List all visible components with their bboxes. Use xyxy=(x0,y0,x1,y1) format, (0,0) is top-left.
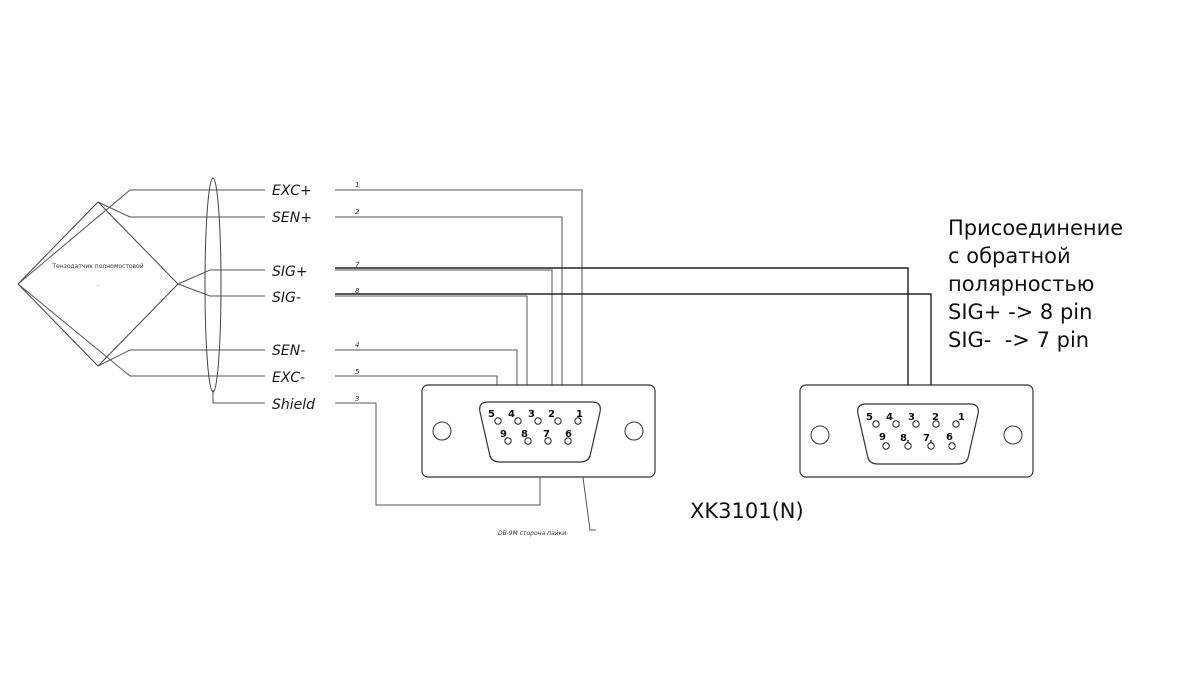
wire-labels: EXC+ SEN+ SIG+ SIG- SEN- EXC- Shield xyxy=(272,183,315,413)
wire-number: 3 xyxy=(355,395,359,403)
pin-number: 1 xyxy=(958,412,965,423)
sensor-dot: . xyxy=(97,281,99,288)
cable-shield-ellipse xyxy=(204,177,222,393)
right-pin-numbers: 5 4 3 2 1 9 8 7 6 xyxy=(866,412,965,444)
wire-label-sen-plus: SEN+ xyxy=(272,210,312,226)
shield-lead xyxy=(212,390,265,404)
note-line: Присоединение xyxy=(948,216,1124,240)
note-line: SIG+ -> 8 pin xyxy=(948,300,1093,324)
pin-number: 4 xyxy=(508,409,515,420)
wire-label-sig-minus: SIG- xyxy=(272,290,301,306)
db9-connector-right: 5 4 3 2 1 9 8 7 6 xyxy=(799,384,1034,478)
pin-number: 2 xyxy=(932,412,939,423)
pin-number: 9 xyxy=(500,429,507,440)
pin-number: 5 xyxy=(866,412,873,423)
db9-connector-left: 5 4 3 2 1 9 8 7 6 DB-9M сторона пайки xyxy=(421,384,656,537)
wire-label-sen-minus: SEN- xyxy=(272,343,305,359)
wire-label-sig-plus: SIG+ xyxy=(272,264,308,280)
reverse-polarity-note: Присоединение с обратной полярностью SIG… xyxy=(948,214,1123,354)
connector-caption: DB-9M сторона пайки xyxy=(498,530,566,537)
wire-number: 5 xyxy=(355,368,360,376)
wire-label-shield: Shield xyxy=(272,397,315,413)
wire-label-exc-minus: EXC- xyxy=(272,370,305,386)
left-pin-holes xyxy=(494,417,582,445)
wire-number: 2 xyxy=(355,208,360,216)
pin-number: 5 xyxy=(488,409,495,420)
wire-label-exc-plus: EXC+ xyxy=(272,183,312,199)
pin-number: 8 xyxy=(900,433,907,444)
bridge-leads xyxy=(17,189,265,377)
pin-number: 6 xyxy=(565,429,572,440)
wire-number: 7 xyxy=(355,261,360,269)
load-cell-bridge: Тензодатчик полномостовой . xyxy=(17,201,179,367)
pin-number: 8 xyxy=(521,429,528,440)
wire-number: 4 xyxy=(355,341,359,349)
left-pin-numbers: 5 4 3 2 1 9 8 7 6 xyxy=(488,409,583,440)
pin-number: 7 xyxy=(543,429,550,440)
left-connector-wiring xyxy=(335,189,596,531)
pin-number: 2 xyxy=(548,409,555,420)
pin-number: 7 xyxy=(923,433,930,444)
wire-number: 8 xyxy=(355,287,360,295)
pin-number: 3 xyxy=(528,409,535,420)
pin-number: 6 xyxy=(946,432,953,443)
note-line: полярностью xyxy=(948,272,1095,296)
right-pin-holes xyxy=(872,420,960,450)
pin-number: 9 xyxy=(879,432,886,443)
note-line: SIG- -> 7 pin xyxy=(948,328,1090,352)
pin-number: 1 xyxy=(576,409,583,420)
wire-number: 1 xyxy=(355,181,359,189)
pin-number: 4 xyxy=(886,412,893,423)
sensor-label: Тензодатчик полномостовой xyxy=(51,263,143,270)
pin-number: 3 xyxy=(908,412,915,423)
wire-numbers: 1 2 7 8 4 5 3 xyxy=(355,181,360,403)
note-line: с обратной xyxy=(948,244,1071,268)
model-label: XK3101(N) xyxy=(690,499,804,523)
